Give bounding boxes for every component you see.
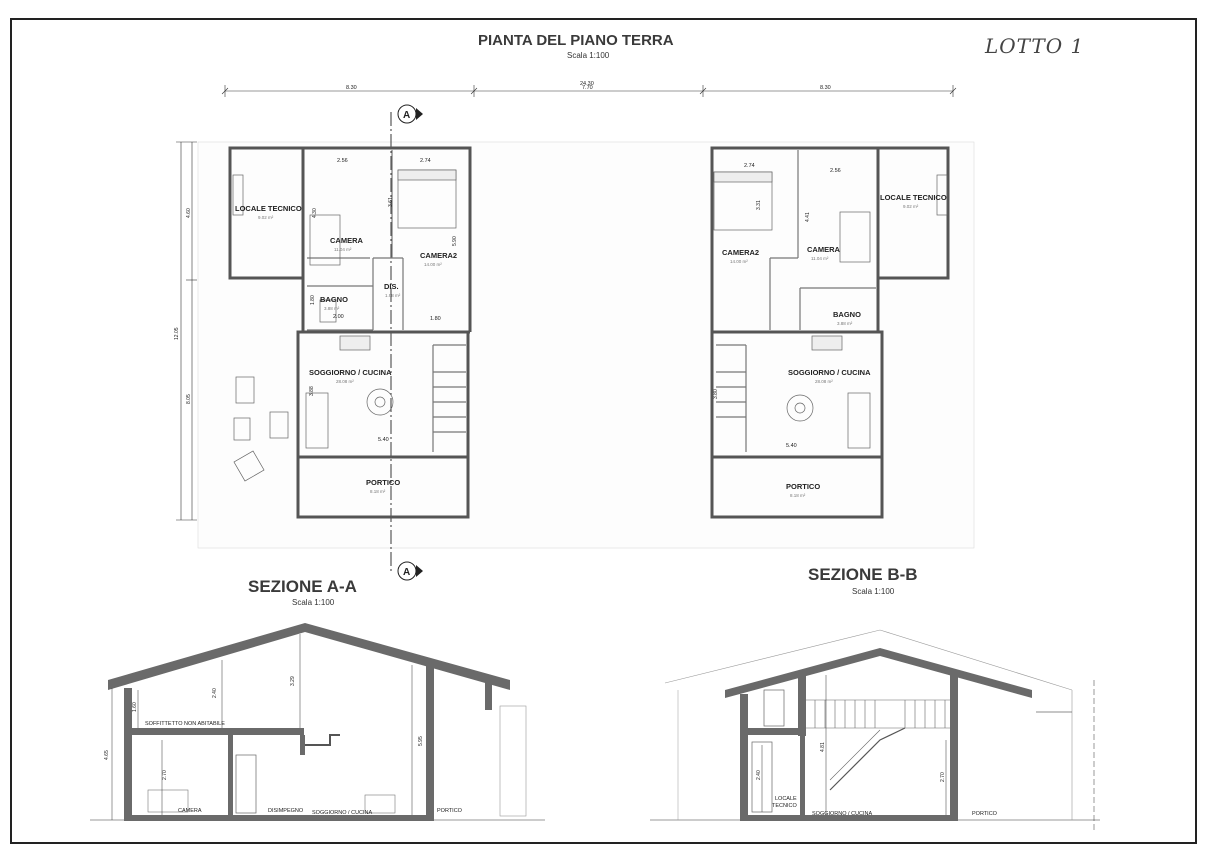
left-area-soggiorno: 28.08 m² xyxy=(336,379,354,384)
left-room-locale-tecnico: LOCALE TECNICO xyxy=(235,204,302,213)
section-bb-portico: PORTICO xyxy=(972,811,998,817)
right-room-camera: CAMERA xyxy=(807,245,840,254)
right-room-bagno: BAGNO xyxy=(833,310,861,319)
section-aa-portico: PORTICO xyxy=(437,808,463,814)
section-line-a xyxy=(390,104,423,581)
right-area-portico: 8.18 m² xyxy=(790,493,806,498)
site-area xyxy=(197,141,975,549)
left-dim-274: 2.74 xyxy=(420,158,431,164)
right-room-soggiorno: SOGGIORNO / CUCINA xyxy=(788,368,871,377)
section-marker-top: A xyxy=(403,110,410,121)
right-area-locale-tecnico: 9.02 m² xyxy=(903,204,919,209)
left-area-portico: 8.18 m² xyxy=(370,489,386,494)
dim-lower-depth: 8.05 xyxy=(186,394,192,404)
section-aa-camera: CAMERA xyxy=(178,808,202,814)
right-dim-331: 3.31 xyxy=(756,200,762,210)
lotto-label: LOTTO 1 xyxy=(985,34,1085,58)
plan-title: PIANTA DEL PIANO TERRA xyxy=(478,32,674,49)
right-area-camera2: 14.00 m² xyxy=(730,259,748,264)
left-dim-180b: 1.80 xyxy=(430,316,441,322)
left-dim-180a: 1.80 xyxy=(310,295,316,305)
left-dim-590: 5.90 xyxy=(452,236,458,246)
right-unit-partitions xyxy=(716,150,876,452)
left-room-camera2: CAMERA2 xyxy=(420,251,457,260)
section-aa-dim-160: 1.60 xyxy=(132,702,138,712)
right-dim-540: 5.40 xyxy=(786,443,797,449)
right-unit-walls xyxy=(710,146,950,519)
right-dim-441: 4.41 xyxy=(805,212,811,222)
section-aa-soffitto: SOFFITTETTO NON ABITABILE xyxy=(145,721,225,727)
section-aa-dim-240: 2.40 xyxy=(212,688,218,698)
section-aa-dim-329: 3.29 xyxy=(290,676,296,686)
dim-mid-width: 7.70 xyxy=(582,85,593,91)
left-area-camera2: 14.00 m² xyxy=(424,262,442,267)
right-room-camera2: CAMERA2 xyxy=(722,248,759,257)
section-bb-dim-240: 2.40 xyxy=(756,770,762,780)
left-unit-furniture xyxy=(232,169,457,482)
section-bb-dim-270: 2.70 xyxy=(940,772,946,782)
left-unit-partitions xyxy=(307,150,466,452)
left-room-portico: PORTICO xyxy=(366,478,400,487)
right-area-camera: 11.04 m² xyxy=(811,256,829,261)
plan-scale: Scala 1:100 xyxy=(567,51,610,60)
top-dimension-line xyxy=(221,85,957,97)
section-aa-disimpegno: DISIMPEGNO xyxy=(268,808,304,814)
section-aa-drawing xyxy=(90,623,545,821)
section-bb-tecnico: TECNICO xyxy=(772,803,797,809)
right-dim-380: 3.80 xyxy=(713,389,719,399)
left-room-soggiorno: SOGGIORNO / CUCINA xyxy=(309,368,392,377)
section-bb-soggiorno: SOGGIORNO / CUCINA xyxy=(812,811,873,817)
right-area-bagno: 3.88 m² xyxy=(837,321,853,326)
left-dimension-line xyxy=(176,141,197,521)
left-dim-540: 5.40 xyxy=(378,437,389,443)
section-bb-dim-481: 4.81 xyxy=(820,742,826,752)
section-bb-drawing xyxy=(650,629,1100,830)
left-area-dis: 1.98 m² xyxy=(385,293,401,298)
section-aa-dim-465: 4.65 xyxy=(104,750,110,760)
section-bb-locale: LOCALE xyxy=(775,796,797,802)
left-room-dis: DIS. xyxy=(384,282,399,291)
section-marker-bottom: A xyxy=(403,567,410,578)
section-bb-scale: Scala 1:100 xyxy=(852,587,895,596)
left-dim-430: 4.30 xyxy=(312,208,318,218)
left-room-camera: CAMERA xyxy=(330,236,363,245)
left-dim-388: 3.88 xyxy=(309,386,315,396)
dim-left-width: 8.30 xyxy=(346,85,357,91)
section-aa-soggiorno: SOGGIORNO / CUCINA xyxy=(312,810,373,816)
section-bb-title: SEZIONE B-B xyxy=(808,565,918,584)
section-aa-scale: Scala 1:100 xyxy=(292,598,335,607)
dim-right-width: 8.30 xyxy=(820,85,831,91)
right-room-locale-tecnico: LOCALE TECNICO xyxy=(880,193,947,202)
left-area-bagno: 3.88 m² xyxy=(324,306,340,311)
right-unit-furniture xyxy=(713,171,948,449)
left-area-camera: 11.04 m² xyxy=(334,247,352,252)
dim-upper-depth: 4.60 xyxy=(186,208,192,218)
right-area-soggiorno: 28.08 m² xyxy=(815,379,833,384)
section-aa-dim-595: 5.95 xyxy=(418,736,424,746)
left-area-locale-tecnico: 9.02 m² xyxy=(258,215,274,220)
section-aa-dim-270: 2.70 xyxy=(162,770,168,780)
section-aa-title: SEZIONE A-A xyxy=(248,577,357,596)
left-unit-walls xyxy=(228,146,472,519)
left-dim-256: 2.56 xyxy=(337,158,348,164)
drawing-frame xyxy=(10,18,1197,844)
dim-total-width: 24.30 xyxy=(580,81,594,87)
dim-total-depth: 12.05 xyxy=(174,327,180,340)
right-dim-274: 2.74 xyxy=(744,163,755,169)
left-dim-200: 2.00 xyxy=(333,314,344,320)
left-room-bagno: BAGNO xyxy=(320,295,348,304)
right-dim-256: 2.56 xyxy=(830,168,841,174)
left-dim-361: 3.61 xyxy=(388,197,394,207)
right-room-portico: PORTICO xyxy=(786,482,820,491)
